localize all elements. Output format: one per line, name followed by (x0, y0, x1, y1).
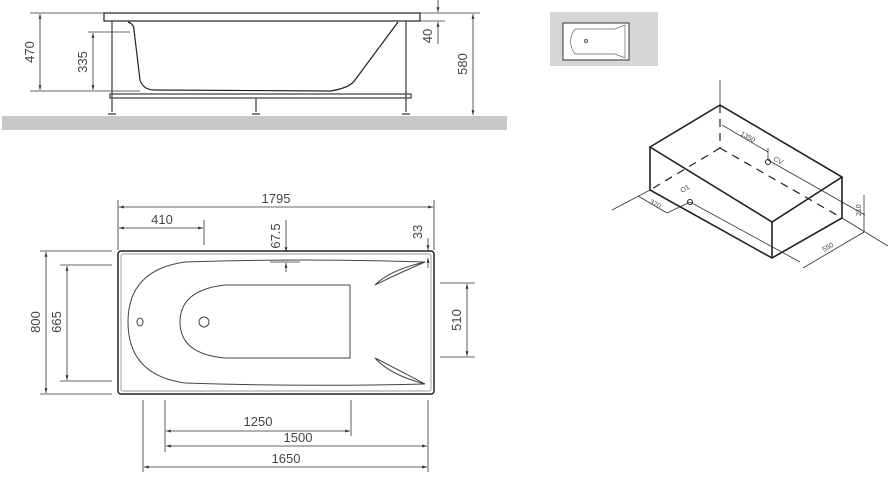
plan-view: 1795 410 67.5 33 800 665 510 1250 1500 1… (28, 191, 475, 472)
dim-665: 665 (49, 311, 64, 333)
label-o1: O1 (680, 184, 692, 195)
overflow-icon (136, 317, 144, 327)
dim-410: 410 (151, 212, 173, 227)
tub-body (127, 21, 399, 92)
label-cv: CV (772, 156, 784, 167)
tub-frame (108, 21, 412, 115)
isometric-view: 1350 CV O1 370 210 550 (611, 80, 889, 269)
drain-marker-icon (687, 199, 693, 205)
dim-1650: 1650 (272, 451, 301, 466)
dim-1795: 1795 (262, 191, 291, 206)
dim-210: 210 (856, 204, 863, 216)
dim-1500: 1500 (284, 430, 313, 445)
side-view: 470 335 40 580 (2, 0, 507, 130)
overflow-marker-icon (765, 159, 771, 165)
dim-550: 550 (822, 242, 836, 254)
dim-1350: 1350 (739, 131, 756, 145)
dim-33: 33 (410, 225, 425, 239)
dim-510: 510 (449, 309, 464, 331)
dim-800: 800 (28, 311, 43, 333)
floor (2, 116, 507, 130)
tub-rim (103, 12, 421, 22)
dim-370: 370 (648, 199, 662, 211)
dim-40: 40 (420, 29, 435, 43)
drain-icon (198, 316, 210, 328)
dim-1250: 1250 (244, 414, 273, 429)
dim-580: 580 (455, 53, 470, 75)
thumbnail-plan (550, 12, 658, 66)
dim-67-5: 67.5 (268, 223, 283, 248)
dim-470: 470 (22, 41, 37, 63)
tub-outline (117, 250, 435, 395)
dim-335: 335 (75, 51, 90, 73)
